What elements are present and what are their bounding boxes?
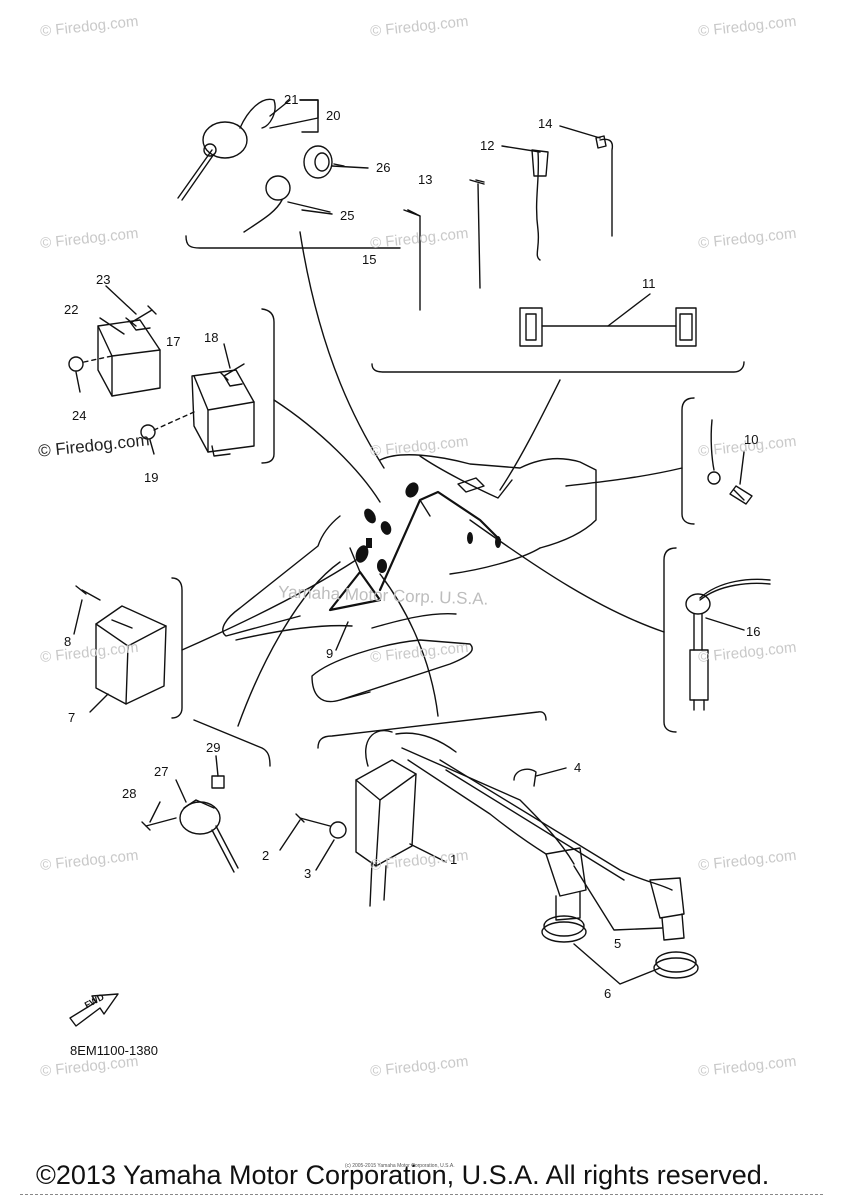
callout-14: 14 [538, 116, 553, 131]
callout-27: 27 [154, 764, 169, 779]
callout-28: 28 [122, 786, 137, 801]
bracket-coil [317, 711, 547, 749]
callout-8: 8 [64, 634, 72, 649]
callout-2: 2 [262, 848, 270, 863]
bracket-left-modules [261, 308, 275, 464]
callout-29: 29 [206, 740, 221, 755]
callout-7: 7 [68, 710, 76, 725]
bracket-right-16 [663, 547, 677, 733]
callout-19: 19 [144, 470, 159, 485]
bracket-right-10 [681, 397, 695, 525]
hull-top [379, 454, 597, 549]
callout-21: 21 [284, 92, 299, 107]
bracket-top-right [371, 361, 745, 373]
callout-12: 12 [480, 138, 495, 153]
callout-26: 26 [376, 160, 391, 175]
callout-17: 17 [166, 334, 181, 349]
callout-22: 22 [64, 302, 79, 317]
bracket-left-7 [171, 577, 183, 719]
bracket-29 [193, 719, 271, 767]
callout-10: 10 [744, 432, 759, 447]
callout-4: 4 [574, 760, 582, 775]
callout-5: 5 [614, 936, 622, 951]
callout-24: 24 [72, 408, 87, 423]
bottom-divider [20, 1194, 823, 1199]
copyright-notice: ©2013 Yamaha Motor Corporation, U.S.A. A… [36, 1160, 770, 1190]
callout-18: 18 [204, 330, 219, 345]
diagram-part-number: 8EM1100-1380 [70, 1043, 158, 1058]
fwd-arrow [69, 993, 119, 1027]
bracket-top-left [185, 235, 401, 249]
callout-16: 16 [746, 624, 761, 639]
callout-20: 20 [326, 108, 341, 123]
harness-triangle [328, 570, 382, 612]
callout-15: 15 [362, 252, 377, 267]
callout-9: 9 [326, 646, 334, 661]
callout-25: 25 [340, 208, 355, 223]
callout-23: 23 [96, 272, 111, 287]
callout-6: 6 [604, 986, 612, 1001]
callout-3: 3 [304, 866, 312, 881]
fine-print: (c) 2005-2015 Yamaha Motor Corporation, … [345, 1163, 455, 1169]
callout-13: 13 [418, 172, 433, 187]
callout-1: 1 [450, 852, 458, 867]
callout-11: 11 [642, 276, 656, 291]
